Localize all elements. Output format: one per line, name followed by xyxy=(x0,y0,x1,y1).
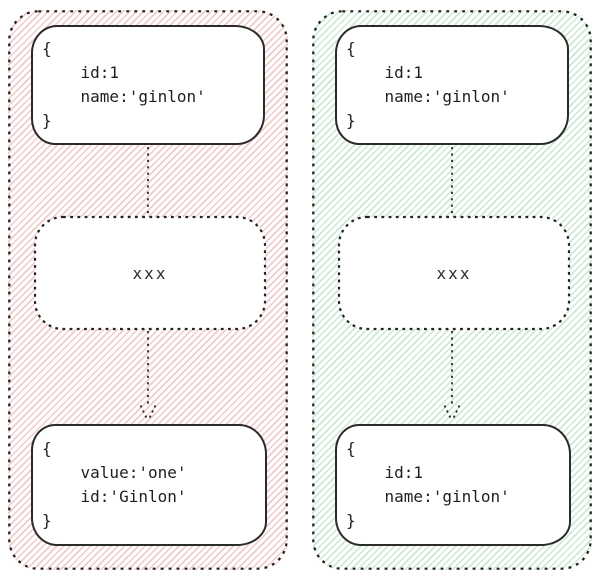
transform-node-label: xxx xyxy=(132,263,168,283)
transform-node: xxx xyxy=(35,217,265,329)
panel-dotted-border xyxy=(8,10,288,570)
panel-right-stroke-layer xyxy=(312,10,592,570)
result-object-code: { id:1 name:'ginlon' } xyxy=(346,439,510,530)
transform-node-outline xyxy=(337,215,571,331)
panel-dotted-border xyxy=(312,10,592,570)
result-object-node: { value:'one' id:'Ginlon' } xyxy=(31,424,267,546)
source-object-node: { id:1 name:'ginlon' } xyxy=(335,25,569,145)
arrowhead-down-icon xyxy=(139,405,157,421)
source-object-node: { id:1 name:'ginlon' } xyxy=(31,25,265,145)
arrowhead-down-icon xyxy=(443,405,461,421)
transform-node: xxx xyxy=(339,217,569,329)
source-object-code: { id:1 name:'ginlon' } xyxy=(42,39,206,130)
panel-right: { id:1 name:'ginlon' } xxx { id:1 name:'… xyxy=(312,10,592,570)
result-object-code: { value:'one' id:'Ginlon' } xyxy=(42,439,187,530)
transform-node-label: xxx xyxy=(436,263,472,283)
panel-left-stroke-layer xyxy=(8,10,288,570)
panel-left: { id:1 name:'ginlon' } xxx { value:'one'… xyxy=(8,10,288,570)
source-object-code: { id:1 name:'ginlon' } xyxy=(346,39,510,130)
transform-node-outline xyxy=(33,215,267,331)
result-object-node: { id:1 name:'ginlon' } xyxy=(335,424,571,546)
